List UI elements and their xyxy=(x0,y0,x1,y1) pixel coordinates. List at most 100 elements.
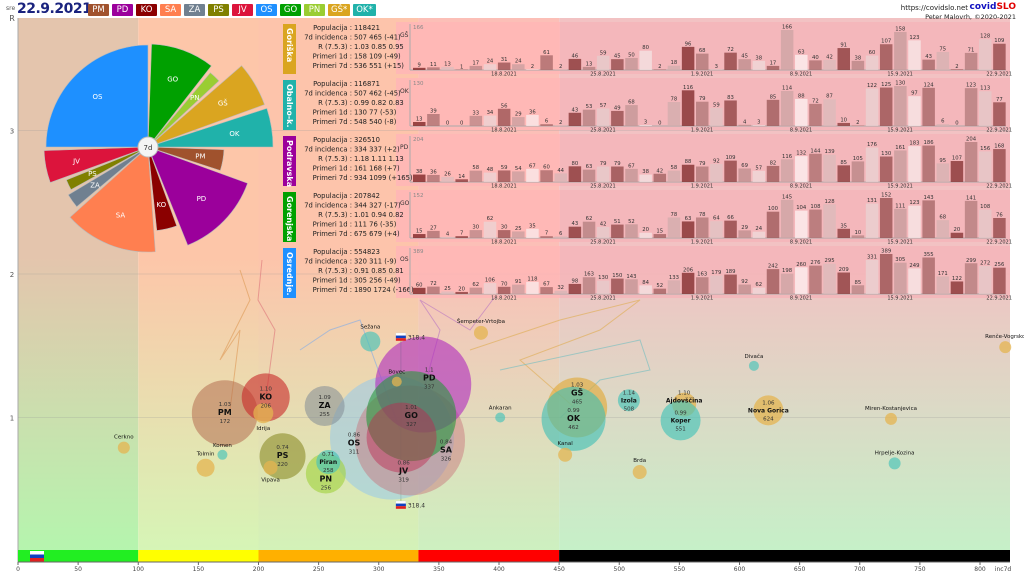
bar xyxy=(639,50,652,70)
municipality-bubble xyxy=(660,400,701,441)
bubble-inc-value: 256 xyxy=(321,485,332,491)
bar-value-label: 109 xyxy=(994,38,1004,44)
region-chip-OS[interactable]: OS xyxy=(256,4,277,16)
bubble-code: PD xyxy=(423,373,436,382)
bar xyxy=(625,224,638,238)
x-tick-label: 150 xyxy=(193,566,205,573)
x-tick-label: 350 xyxy=(433,566,445,573)
stat-value: 320 311 (-9) xyxy=(354,258,397,266)
incidence-band xyxy=(18,550,139,562)
bar-value-label: 7 xyxy=(545,231,548,237)
region-bubble-JV xyxy=(366,402,437,473)
bar xyxy=(681,90,695,126)
region-chip-KO[interactable]: KO xyxy=(136,4,157,16)
date-label: 25.8.2021 xyxy=(590,184,615,190)
bar-value-label: 62 xyxy=(586,216,593,222)
municipality-name: Hrpelje-Kozina xyxy=(875,450,915,456)
region-chip-PN[interactable]: PN xyxy=(304,4,325,16)
bar-value-label: 209 xyxy=(839,267,849,273)
bar xyxy=(837,228,850,238)
panel-background xyxy=(396,22,560,74)
stat-value: 1.18 1.11 1.13 xyxy=(354,155,404,163)
region-chip-OK[interactable]: OK* xyxy=(353,4,376,16)
bar xyxy=(724,274,737,294)
pie-wedge xyxy=(147,146,225,171)
bar xyxy=(512,284,525,294)
bar-value-label: 25 xyxy=(444,286,451,292)
bubble-inc-value: 326 xyxy=(441,456,452,462)
bar xyxy=(795,98,808,126)
region-chip-PS[interactable]: PS xyxy=(208,4,229,16)
weekday-label: sre xyxy=(6,5,16,12)
stat-label: R (7.5.3) : xyxy=(318,211,352,219)
bar xyxy=(413,234,426,238)
bar xyxy=(908,205,921,238)
bar-value-label: 3 xyxy=(757,120,760,126)
bar-value-label: 85 xyxy=(840,160,847,166)
region-chip-GO[interactable]: GO xyxy=(280,4,301,16)
date-label: 22.9.2021 xyxy=(986,240,1011,246)
municipality-bubble xyxy=(888,457,901,470)
bar xyxy=(710,275,723,294)
region-chip-ZA[interactable]: ZA xyxy=(184,4,205,16)
stat-value: 675 679 (+4) xyxy=(354,230,400,238)
bar xyxy=(865,203,879,238)
bar-value-label: 183 xyxy=(909,141,919,147)
bar xyxy=(710,107,723,126)
bar-value-label: 114 xyxy=(782,85,793,91)
bar-value-label: 77 xyxy=(996,97,1003,103)
bar xyxy=(455,179,468,182)
x-tick-label: 200 xyxy=(253,566,265,573)
stat-label: Populacija : xyxy=(313,136,352,144)
region-chip-SA[interactable]: SA xyxy=(160,4,181,16)
pie-label: OK xyxy=(229,130,240,138)
bar xyxy=(936,163,950,182)
bar-value-label: 189 xyxy=(725,269,735,275)
date-label: 15.9.2021 xyxy=(887,72,912,78)
region-chip-PD[interactable]: PD xyxy=(112,4,133,16)
bar-value-label: 45 xyxy=(614,54,621,60)
bar xyxy=(865,55,879,70)
panel-max-label: 204 xyxy=(413,137,424,143)
bar xyxy=(936,51,950,70)
pie-label: ZA xyxy=(90,181,100,189)
bar xyxy=(554,290,567,294)
region-chip-PM[interactable]: PM xyxy=(88,4,109,16)
site-url[interactable]: https://covidslo.net xyxy=(900,4,968,12)
date-label: 22.9.2021 xyxy=(986,72,1011,78)
bar xyxy=(752,60,766,70)
region-chip-JV[interactable]: JV xyxy=(232,4,253,16)
bar-value-label: 57 xyxy=(755,165,762,171)
bar-value-label: 35 xyxy=(840,223,847,229)
bar-value-label: 69 xyxy=(741,163,748,169)
bar-value-label: 58 xyxy=(671,165,678,171)
bar xyxy=(795,267,808,294)
bar xyxy=(554,236,567,238)
bar xyxy=(427,67,440,70)
panel-code: OK xyxy=(400,88,410,95)
stat-value: 0.99 0.82 0.83 xyxy=(354,99,404,107)
bar xyxy=(540,124,553,126)
bar-value-label: 79 xyxy=(614,161,621,167)
region-chip-GŠ[interactable]: GŠ* xyxy=(328,4,351,16)
bar-value-label: 40 xyxy=(812,55,819,61)
municipality-name: Miren-Kostanjevica xyxy=(865,406,917,412)
municipality-label: Renče-Vogrsko xyxy=(985,333,1024,340)
author-credit: Peter Malovrh, ©2020-2021 xyxy=(925,13,1016,21)
municipality-name: Ajdovščina xyxy=(666,398,703,405)
municipality-name: Ankaran xyxy=(489,406,512,412)
region-tab xyxy=(283,248,296,298)
bar-value-label: 133 xyxy=(669,275,679,281)
bar xyxy=(483,221,497,238)
date-label: 8.9.2021 xyxy=(790,128,812,134)
stat-value: 305 256 (-49) xyxy=(354,277,401,285)
bubble-code: OK xyxy=(567,414,581,423)
pie-label: GŠ xyxy=(218,98,228,107)
bar-value-label: 3 xyxy=(644,120,647,126)
bar xyxy=(780,159,794,182)
date-label: 15.9.2021 xyxy=(887,240,912,246)
bar-value-label: 176 xyxy=(867,142,878,148)
flag-stripe xyxy=(395,335,406,339)
stat-value: 0.91 0.85 0.81 xyxy=(354,267,404,275)
